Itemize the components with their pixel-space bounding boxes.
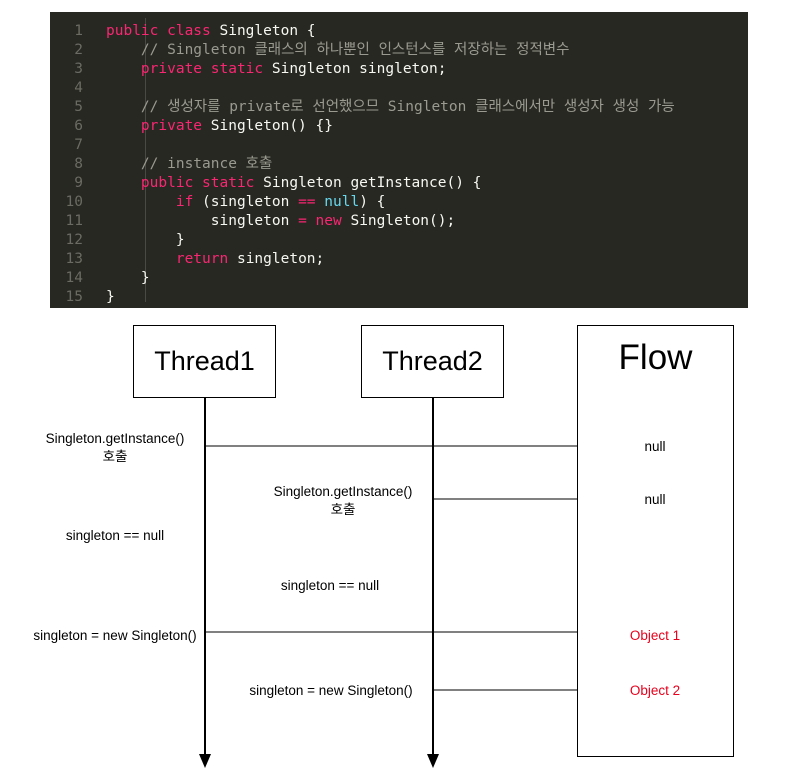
code-line: singleton = new Singleton(); xyxy=(106,212,455,231)
code-token: (singleton xyxy=(193,194,299,210)
code-token: Singleton() {} xyxy=(202,118,333,134)
flow-title: Flow xyxy=(618,338,693,377)
code-line: public static Singleton getInstance() { xyxy=(106,174,481,193)
code-line: private static Singleton singleton; xyxy=(106,60,447,79)
line-number: 1 xyxy=(74,23,83,39)
line-number: 7 xyxy=(74,137,83,153)
code-token: return xyxy=(175,251,229,267)
t2-call-suffix: 호출 xyxy=(330,502,356,517)
flow-null-2: null xyxy=(644,492,666,507)
t1-new-label: singleton = new Singleton() xyxy=(33,628,197,643)
code-token: public static xyxy=(140,175,255,191)
code-token: public class xyxy=(106,23,211,39)
flow-object-1: Object 1 xyxy=(629,628,681,643)
thread2-box: Thread2 xyxy=(361,325,504,398)
t2-check-label: singleton == null xyxy=(280,578,380,593)
code-token: private static xyxy=(140,61,264,77)
code-token: Singleton singleton; xyxy=(263,61,447,77)
code-token: Singleton { xyxy=(210,23,316,39)
thread1-title: Thread1 xyxy=(154,346,255,376)
code-line: public class Singleton { xyxy=(106,22,316,41)
code-line: } xyxy=(106,269,150,288)
line-number: 6 xyxy=(74,118,83,134)
line-number: 2 xyxy=(74,42,83,58)
code-token: // Singleton 클래스의 하나뿐인 인스턴스를 저장하는 정적변수 xyxy=(106,42,570,58)
t1-check-label: singleton == null xyxy=(65,528,165,543)
code-token: // instance 호출 xyxy=(106,156,273,172)
code-token: private xyxy=(140,118,203,134)
line-number: 13 xyxy=(65,251,83,267)
thread1-box: Thread1 xyxy=(133,325,276,398)
line-number: 12 xyxy=(65,232,83,248)
code-line: } xyxy=(106,231,185,250)
t2-call-text: Singleton.getInstance() xyxy=(273,484,413,499)
thread2-title: Thread2 xyxy=(382,346,483,376)
code-line: } xyxy=(106,288,115,307)
line-number: 14 xyxy=(65,270,83,286)
line-number: 11 xyxy=(65,213,83,229)
code-token: == xyxy=(298,194,316,210)
t1-call-suffix: 호출 xyxy=(102,449,128,464)
code-token: } xyxy=(106,270,150,286)
code-token: Singleton getInstance() { xyxy=(254,175,482,191)
code-token: singleton; xyxy=(228,251,325,267)
t2-new-label: singleton = new Singleton() xyxy=(249,683,413,698)
flow-object-2: Object 2 xyxy=(629,683,681,698)
line-number: 5 xyxy=(74,99,83,115)
flow-box: Flow xyxy=(577,325,734,757)
code-token: ) { xyxy=(359,194,386,210)
line-number: 4 xyxy=(74,80,83,96)
t2-call-label: Singleton.getInstance() 호출 xyxy=(253,483,433,519)
flow-null-1: null xyxy=(644,439,666,454)
code-line: // 생성자를 private로 선언했으므 Singleton 클래스에서만 … xyxy=(106,98,675,117)
code-line: private Singleton() {} xyxy=(106,117,333,136)
thread1-arrowhead xyxy=(199,754,211,768)
code-token: // 생성자를 private로 선언했으므 Singleton 클래스에서만 … xyxy=(106,99,675,115)
t1-call-text: Singleton.getInstance() xyxy=(45,431,185,446)
code-token: = xyxy=(298,213,307,229)
code-line: // Singleton 클래스의 하나뿐인 인스턴스를 저장하는 정적변수 xyxy=(106,41,570,60)
code-line: // instance 호출 xyxy=(106,155,272,174)
line-number: 8 xyxy=(74,156,83,172)
t1-call-label: Singleton.getInstance() 호출 xyxy=(25,430,205,466)
code-line: if (singleton == null) { xyxy=(106,193,386,212)
code-token: } xyxy=(106,232,185,248)
line-number: 9 xyxy=(74,175,83,191)
code-line: return singleton; xyxy=(106,250,324,269)
code-token: Singleton(); xyxy=(341,213,456,229)
code-token: null xyxy=(324,194,360,210)
line-number: 3 xyxy=(74,61,83,77)
code-token: singleton xyxy=(106,213,299,229)
line-number: 15 xyxy=(65,289,83,305)
code-token: new xyxy=(315,213,342,229)
code-token: } xyxy=(106,289,115,305)
thread2-arrowhead xyxy=(427,754,439,768)
gutter-separator xyxy=(145,18,146,302)
line-number: 10 xyxy=(65,194,83,210)
code-token: if xyxy=(175,194,194,210)
